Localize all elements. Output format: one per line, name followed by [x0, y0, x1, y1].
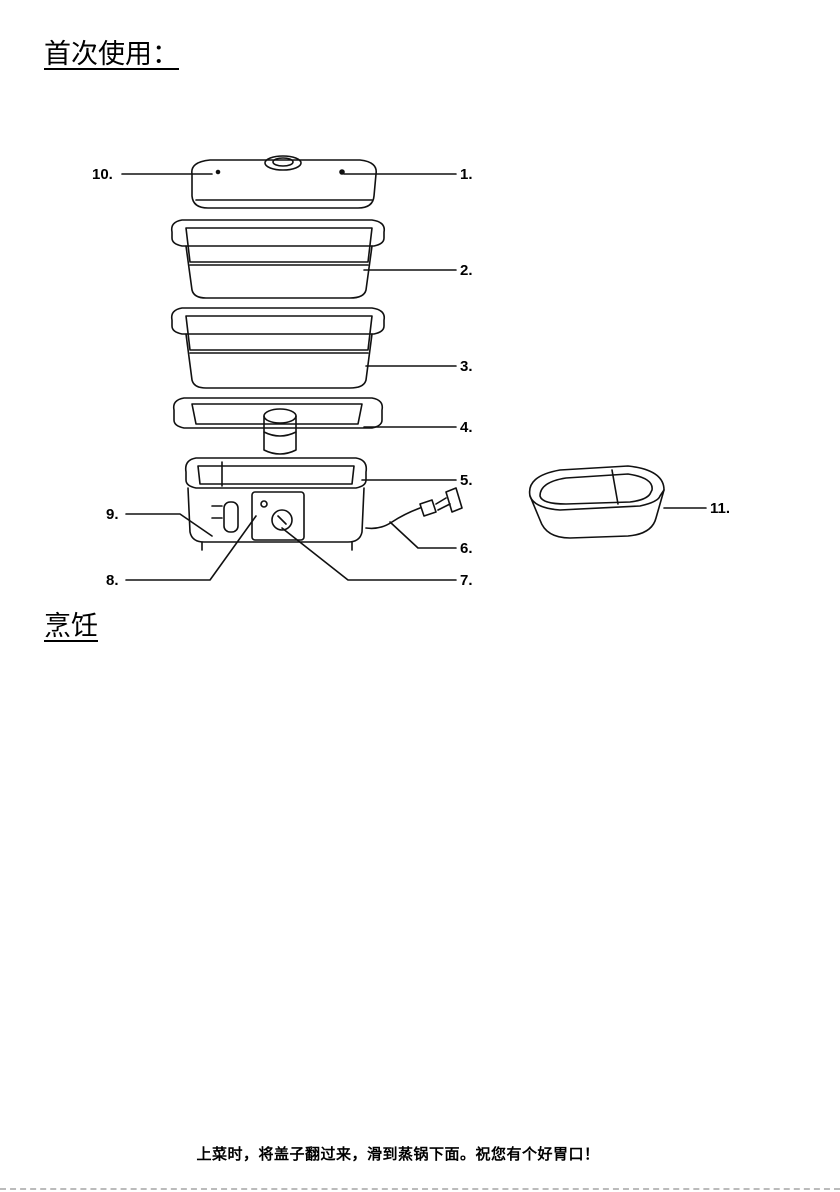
steamer-exploded-diagram: 1. 2. 3. 4. 5. 6. 7. 8. 9. 10. 11.: [0, 140, 840, 600]
callout-11: 11.: [710, 500, 730, 517]
callout-1: 1.: [460, 166, 473, 183]
callout-2: 2.: [460, 262, 473, 279]
callout-4: 4.: [460, 419, 473, 436]
drip-tray: [174, 398, 383, 454]
base-unit: [186, 458, 462, 550]
page-bottom-rule: [0, 1188, 840, 1190]
callout-3: 3.: [460, 358, 473, 375]
lid: [192, 156, 376, 208]
section-heading-first-use: 首次使用：: [44, 40, 179, 70]
callout-10: 10.: [92, 166, 113, 183]
callout-6: 6.: [460, 540, 473, 557]
section-heading-cooking: 烹饪: [44, 612, 98, 642]
steam-basket-upper: [172, 220, 385, 298]
callout-9: 9.: [106, 506, 119, 523]
leader-lines: [122, 174, 706, 580]
callout-7: 7.: [460, 572, 473, 589]
rice-bowl: [530, 466, 664, 538]
callout-8: 8.: [106, 572, 119, 589]
serving-note: 上菜时，将盖子翻过来，滑到蒸锅下面。祝您有个好胃口！: [0, 1143, 840, 1164]
callout-5: 5.: [460, 472, 473, 489]
steam-basket-lower: [172, 308, 385, 388]
